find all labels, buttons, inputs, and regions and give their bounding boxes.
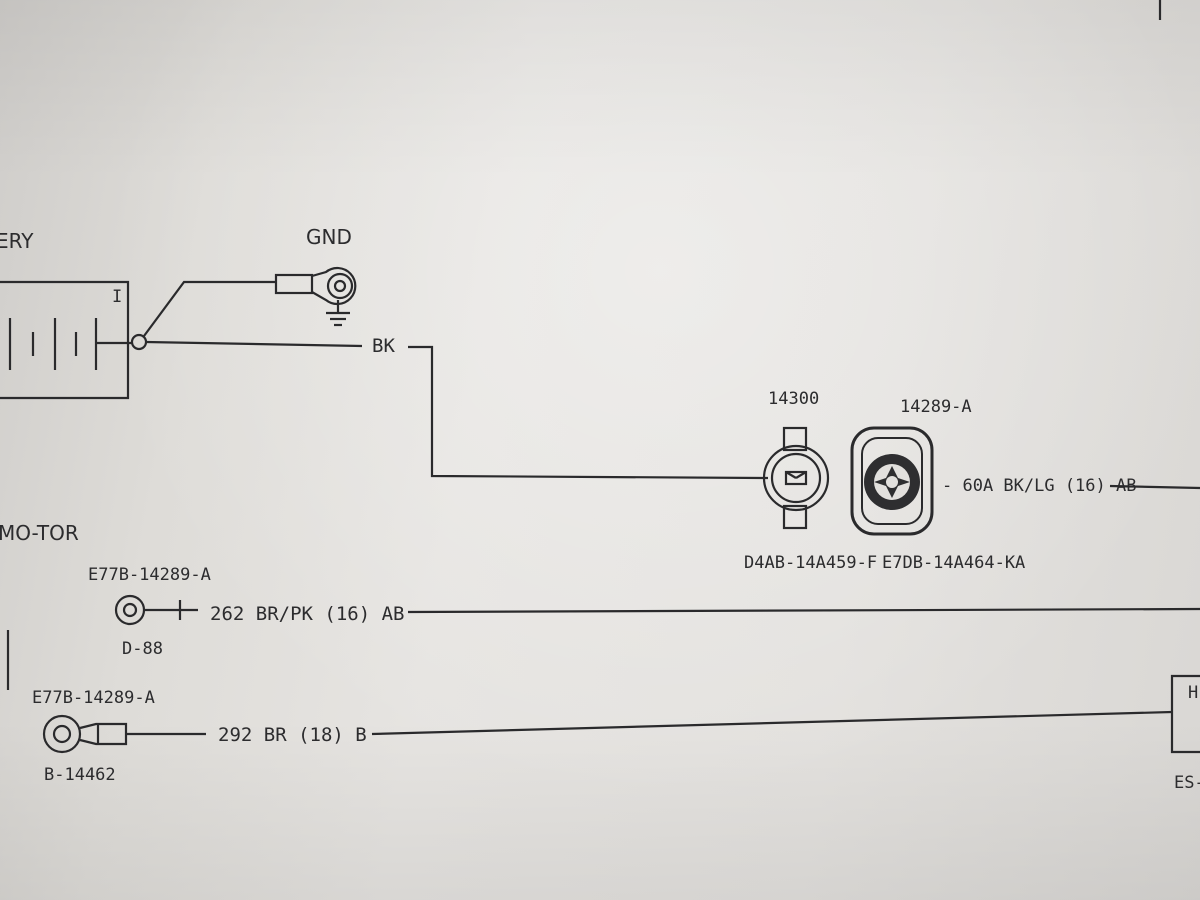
ground-label: GND bbox=[306, 225, 352, 249]
connector-14300 bbox=[762, 426, 830, 530]
connector-part-number: 14300 bbox=[768, 389, 819, 409]
bk-wire-route bbox=[408, 345, 769, 480]
bk-ground-wire bbox=[145, 340, 363, 348]
battery-symbol: I bbox=[0, 280, 148, 400]
ring-terminal-2-code: B-14462 bbox=[44, 765, 116, 785]
right-box-letter: H bbox=[1188, 683, 1198, 703]
battery-title: ERY bbox=[0, 229, 34, 253]
ring-terminal-d88 bbox=[114, 594, 198, 626]
ring-terminal-1-code: D-88 bbox=[122, 639, 163, 659]
terminal-14289a bbox=[850, 426, 934, 536]
ring-terminal-2-part: E77B-14289-A bbox=[32, 688, 155, 708]
fusible-link-circuit-label: - 60A BK/LG (16) AB bbox=[942, 476, 1136, 496]
right-edge-label: ES- bbox=[1174, 773, 1200, 793]
circuit-292-label: 292 BR (18) B bbox=[218, 724, 367, 746]
terminal-part-number: 14289-A bbox=[900, 397, 972, 417]
circuit-262-label: 262 BR/PK (16) AB bbox=[210, 603, 404, 625]
ring-terminal-1-part: E77B-14289-A bbox=[88, 565, 211, 585]
bk-wire-label: BK bbox=[372, 335, 395, 357]
ground-eyelet bbox=[143, 266, 357, 337]
right-edge-component: H bbox=[1170, 674, 1200, 754]
circuit-262-wire bbox=[407, 607, 1200, 614]
battery-plus-mark: I bbox=[112, 287, 122, 307]
circuit-292-wire bbox=[371, 710, 1173, 736]
ring-terminal-b14462 bbox=[42, 714, 206, 754]
fusible-link-wire bbox=[1109, 484, 1200, 490]
terminal-code: E7DB-14A464-KA bbox=[882, 553, 1025, 573]
starter-title: MO-TOR bbox=[0, 521, 79, 545]
connector-code: D4AB-14A459-F bbox=[744, 553, 877, 573]
